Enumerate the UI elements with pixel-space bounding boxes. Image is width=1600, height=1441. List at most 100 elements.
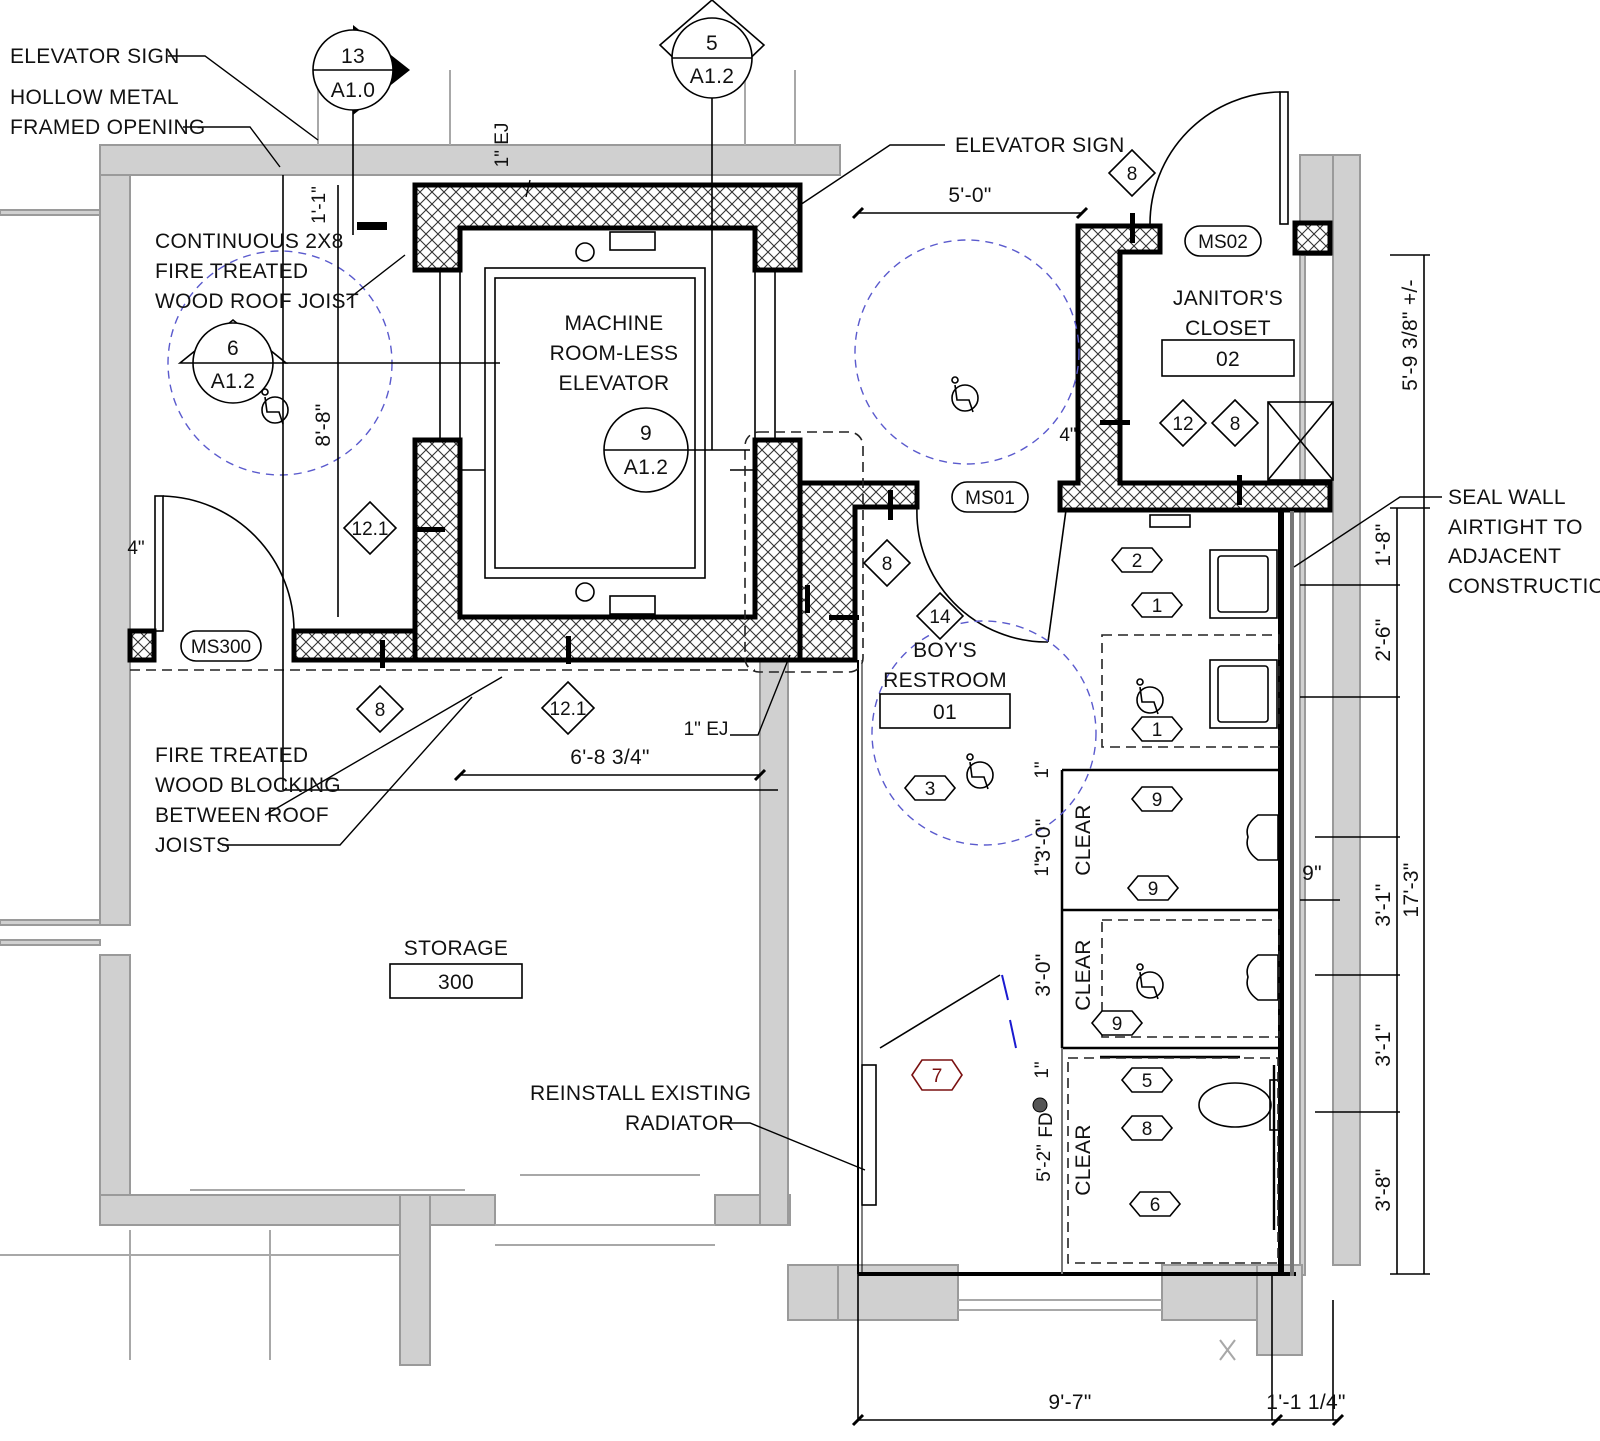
blocking-callout: BETWEEN ROOF (155, 804, 329, 827)
leaders (168, 55, 1442, 1171)
radiator-callout: REINSTALL EXISTING (530, 1082, 751, 1105)
elevator-sign-callout: ELEVATOR SIGN (955, 134, 1125, 157)
dim-4-left: 4" (127, 538, 144, 559)
keynote-12: 12 (1172, 414, 1193, 435)
dim-3-0-b: 3'-0" (1032, 953, 1055, 996)
clearances (130, 239, 1280, 1264)
dim-5-9-3-8: 5'-9 3/8" +/- (1399, 279, 1422, 391)
keynote-8: 8 (1127, 164, 1138, 185)
blocking-callout: WOOD BLOCKING (155, 774, 341, 797)
keynote-8: 8 (375, 700, 386, 721)
elevator-label: ROOM-LESS (550, 342, 679, 365)
dim-3-1-b: 3'-1" (1372, 1023, 1395, 1066)
dim-17-3: 17'-3" (1400, 862, 1423, 917)
dimension-lines (282, 175, 1430, 1427)
keynote-12-1: 12.1 (550, 699, 587, 720)
callouts: ELEVATOR SIGN HOLLOW METAL FRAMED OPENIN… (10, 45, 1600, 1135)
section-sheet: A1.2 (211, 370, 255, 393)
fixture-tag-2: 2 (1132, 551, 1143, 572)
keynote-12-1: 12.1 (352, 519, 389, 540)
clear-label: CLEAR (1072, 804, 1095, 876)
fixture-tag-5: 5 (1142, 1071, 1153, 1092)
elevator-label: ELEVATOR (559, 372, 670, 395)
dim-3-0-a: 3'-0" (1032, 818, 1055, 861)
keynote-8: 8 (1230, 414, 1241, 435)
blocking-callout: FIRE TREATED (155, 744, 308, 767)
partitions (857, 511, 1296, 1276)
accessible-icon (1136, 963, 1164, 1000)
section-marker-6: 6 A1.2 (177, 318, 500, 404)
dim-1-ej-top: 1" EJ (492, 123, 513, 168)
fixture-tag-1: 1 (1152, 596, 1163, 617)
dim-5-0: 5'-0" (948, 184, 991, 207)
boys-restroom-label: BOY'S (913, 639, 977, 662)
fixture-tag-7: 7 (932, 1066, 943, 1087)
door-tags: MS02 MS01 MS300 (180, 225, 1262, 662)
seal-wall-callout: ADJACENT (1448, 545, 1561, 568)
boys-room-number: 01 (933, 701, 957, 724)
floor-drain-label: FD (1036, 1112, 1057, 1137)
fixture-tag-9: 9 (1112, 1014, 1123, 1035)
clear-label: CLEAR (1072, 939, 1095, 1011)
dimension-text: 1'-1" 1" EJ 5'-0" 8'-8" 4" 4" 6'-8 3/4" … (127, 123, 1423, 1414)
storage-label: STORAGE (404, 937, 508, 960)
storage-room-number: 300 (438, 971, 474, 994)
dim-1-b: 1" (1032, 859, 1053, 876)
fixture-tag-3: 3 (925, 779, 936, 800)
seal-wall-callout: AIRTIGHT TO (1448, 516, 1583, 539)
fixture-tag-1: 1 (1152, 720, 1163, 741)
fixture-tag-6: 6 (1150, 1195, 1161, 1216)
dim-4-mid: 4" (1059, 425, 1076, 446)
seal-wall-callout: SEAL WALL (1448, 486, 1566, 509)
seal-wall-callout: CONSTRUCTION (1448, 575, 1600, 598)
dim-9: 9" (1302, 862, 1322, 885)
clear-labels: CLEAR CLEAR CLEAR (1072, 804, 1095, 1196)
blocking-marks (357, 213, 1242, 668)
door-tag-ms01: MS01 (965, 488, 1015, 509)
door-tag-ms300: MS300 (191, 637, 251, 658)
dim-3-8: 3'-8" (1372, 1168, 1395, 1211)
dim-9-7: 9'-7" (1048, 1391, 1091, 1414)
accessible-symbols (261, 376, 1164, 1000)
section-number: 9 (640, 422, 652, 445)
accessible-icon (966, 753, 994, 790)
hollow-metal-callout: HOLLOW METAL (10, 86, 179, 109)
dim-1-1-1-4: 1'-1 1/4" (1266, 1391, 1346, 1414)
dim-5-2: 5'-2" (1034, 1144, 1055, 1182)
blocking-callout: JOISTS (155, 834, 230, 857)
dim-1-c: 1" (1032, 1061, 1053, 1078)
dim-1-8: 1'-8" (1372, 523, 1395, 566)
dim-3-1-a: 3'-1" (1372, 883, 1395, 926)
elevator-label: MACHINE (565, 312, 664, 335)
section-marker-9: 9 A1.2 (603, 407, 750, 493)
clear-label: CLEAR (1072, 1124, 1095, 1196)
fixtures (861, 401, 1334, 1230)
room-labels: MACHINE ROOM-LESS ELEVATOR JANITOR'S CLO… (389, 287, 1295, 999)
fixture-tag-9: 9 (1148, 879, 1159, 900)
fixture-tag-8: 8 (1142, 1119, 1153, 1140)
boys-restroom-label: RESTROOM (883, 669, 1007, 692)
joist-callout: FIRE TREATED (155, 260, 308, 283)
elevator-sign-callout: ELEVATOR SIGN (10, 45, 180, 68)
accessible-icon (951, 376, 979, 413)
dim-6-8-3-4: 6'-8 3/4" (570, 746, 650, 769)
radiator-callout: RADIATOR (625, 1112, 734, 1135)
section-number: 5 (706, 32, 718, 55)
dim-1-ej-bottom: 1" EJ (684, 719, 729, 740)
keynote-8: 8 (882, 554, 893, 575)
section-marker-13: 13 A1.0 (312, 25, 410, 235)
joist-callout: WOOD ROOF JOIST (155, 290, 359, 313)
section-number: 13 (341, 45, 365, 68)
dim-1-a: 1" (1032, 761, 1053, 778)
keynotes: 8 12 8 8 14 12.1 8 12.1 (342, 148, 1260, 736)
door-tag-ms02: MS02 (1198, 232, 1248, 253)
janitor-label: JANITOR'S (1173, 287, 1283, 310)
elevator-car (439, 231, 776, 615)
hollow-metal-callout: FRAMED OPENING (10, 116, 206, 139)
janitor-label: CLOSET (1185, 317, 1271, 340)
new-walls (127, 182, 1333, 663)
section-number: 6 (227, 337, 239, 360)
doors (154, 91, 1289, 1049)
section-sheet: A1.0 (331, 79, 375, 102)
